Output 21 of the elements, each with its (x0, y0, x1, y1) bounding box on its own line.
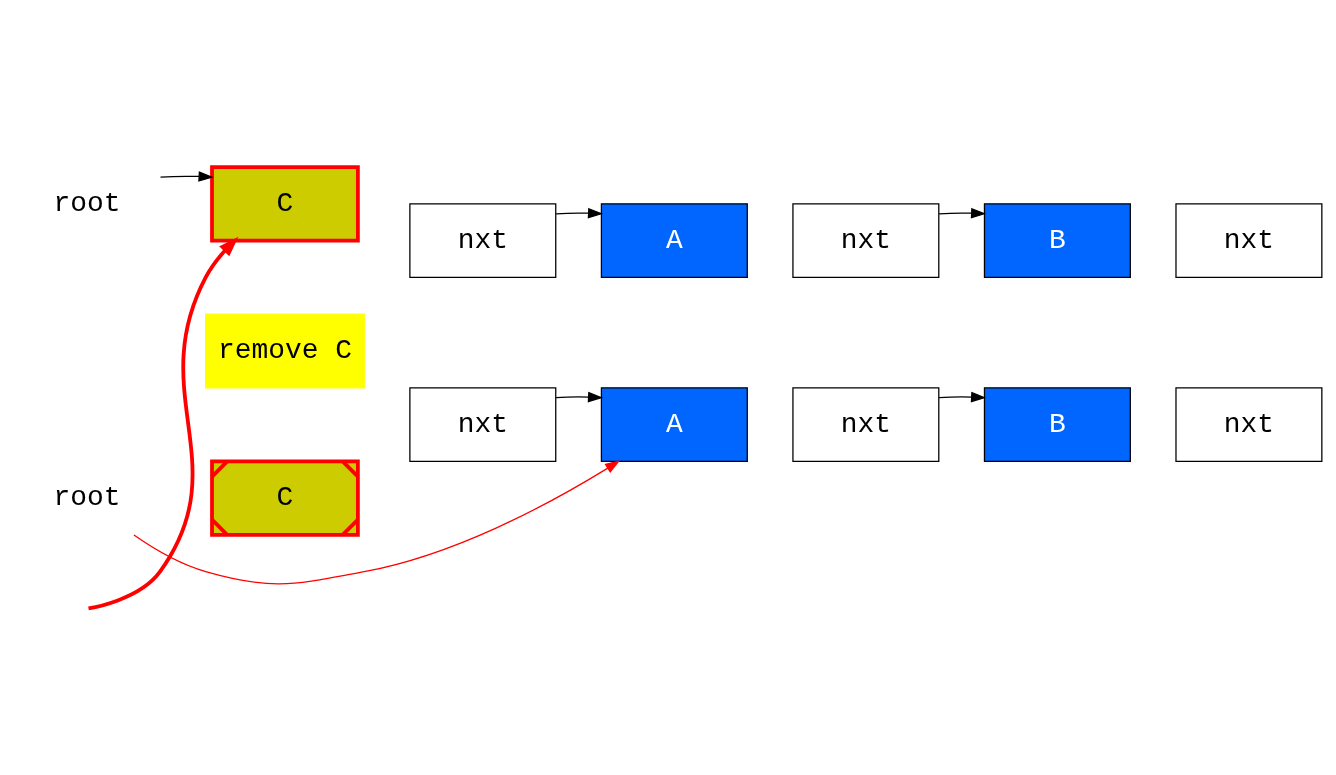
node-box: A (600, 386, 748, 462)
node-box: nxt (1175, 202, 1323, 278)
arrow (555, 207, 604, 218)
arrow (938, 207, 987, 218)
node-box: nxt (1175, 386, 1323, 462)
node-text: root (53, 481, 121, 513)
node-box: nxt (792, 386, 940, 462)
node-box: A (600, 202, 748, 278)
arrow (159, 170, 214, 182)
arrow (938, 391, 987, 402)
node-box: B (983, 202, 1131, 278)
node-text: root (53, 187, 121, 219)
node-box: B (983, 386, 1131, 462)
node-box: nxt (409, 386, 557, 462)
arrow (133, 459, 621, 584)
node-box: nxt (792, 202, 940, 278)
node-box: remove C (205, 313, 365, 388)
node-box: C (210, 164, 360, 243)
arrow (555, 391, 604, 402)
node-box: nxt (409, 202, 557, 278)
arrow (88, 236, 239, 610)
